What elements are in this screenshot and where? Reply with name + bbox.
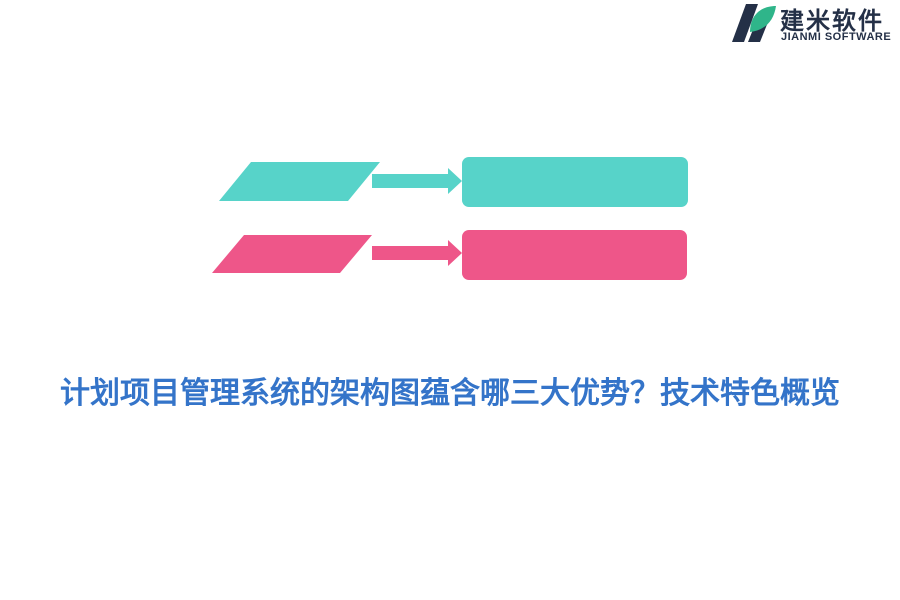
logo-name-en: JIANMI SOFTWARE [781,31,892,43]
page-title: 计划项目管理系统的架构图蕴含哪三大优势？技术特色概览 [60,376,840,411]
output-box-2 [462,230,687,280]
arrow-icon-1 [372,168,462,194]
input-parallelogram-2 [212,235,372,273]
output-box-1 [462,157,688,207]
logo-name-cn: 建米软件 [780,7,884,35]
jianmi-logo-icon [732,4,776,42]
input-parallelogram-1 [219,162,380,201]
arrow-icon-2 [372,240,462,266]
brand-logo: 建米软件 JIANMI SOFTWARE [720,0,900,48]
